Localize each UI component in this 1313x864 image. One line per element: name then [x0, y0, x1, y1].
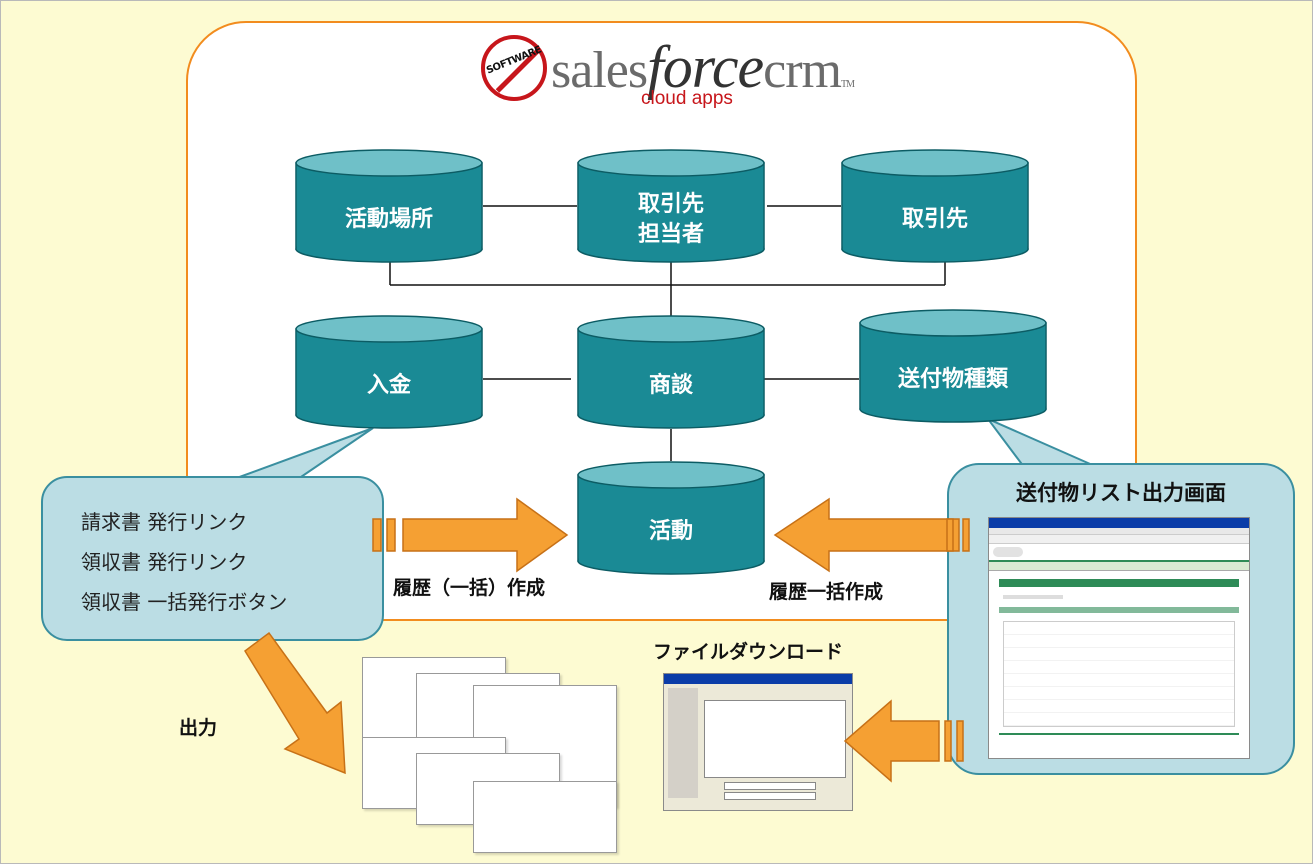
logo-wordmark: salesforcecrmTM [551, 33, 855, 102]
file-download-dialog-thumbnail [663, 673, 853, 811]
right-callout-tail [984, 416, 1098, 468]
invoice-links-callout: 請求書 発行リンク 領収書 発行リンク 領収書 一括発行ボタン [41, 476, 384, 641]
callout-box [41, 476, 384, 641]
node-label: 入金 [366, 373, 411, 398]
db-opportunity: 商談 [577, 315, 765, 429]
label-history-batch-right: 履歴一括作成 [769, 581, 884, 603]
label-history-batch-left: 履歴（一括）作成 [393, 577, 546, 599]
label-file-download: ファイルダウンロード [653, 641, 844, 663]
label-output: 出力 [179, 717, 218, 739]
node-label: 取引先 [901, 207, 968, 232]
wordmark-force: force [647, 34, 764, 100]
list-item: 領収書 一括発行ボタン [81, 590, 288, 614]
no-software-badge [481, 35, 547, 101]
list-item: 請求書 発行リンク [81, 510, 248, 534]
wordmark-tm: TM [841, 79, 855, 90]
db-account: 取引先 [841, 149, 1029, 263]
invoice-link-list: 請求書 発行リンク 領収書 発行リンク 領収書 一括発行ボタン [81, 502, 287, 622]
db-shipment-type: 送付物種類 [859, 309, 1047, 423]
node-label: 活動場所 [344, 207, 433, 232]
salesforce-crm-logo: SOFTWARE salesforcecrmTM cloud apps [481, 33, 861, 113]
db-payment: 入金 [295, 315, 483, 429]
left-callout-tail [233, 427, 374, 480]
wordmark-sales: sales [551, 42, 648, 99]
db-contact: 取引先 担当者 [577, 149, 765, 263]
wordmark-crm: crm [763, 42, 842, 99]
node-label: 取引先 担当者 [637, 192, 704, 247]
printed-document [473, 781, 617, 853]
shipment-list-screen-thumbnail [988, 517, 1250, 759]
node-label: 送付物種類 [897, 367, 1008, 392]
list-item: 領収書 発行リンク [81, 550, 248, 574]
db-activity: 活動 [577, 461, 765, 575]
db-activity-place: 活動場所 [295, 149, 483, 263]
logo-tagline: cloud apps [641, 88, 733, 109]
node-label: 商談 [648, 373, 693, 398]
callout-title: 送付物リスト出力画面 [1016, 481, 1226, 505]
node-label: 活動 [648, 519, 693, 544]
